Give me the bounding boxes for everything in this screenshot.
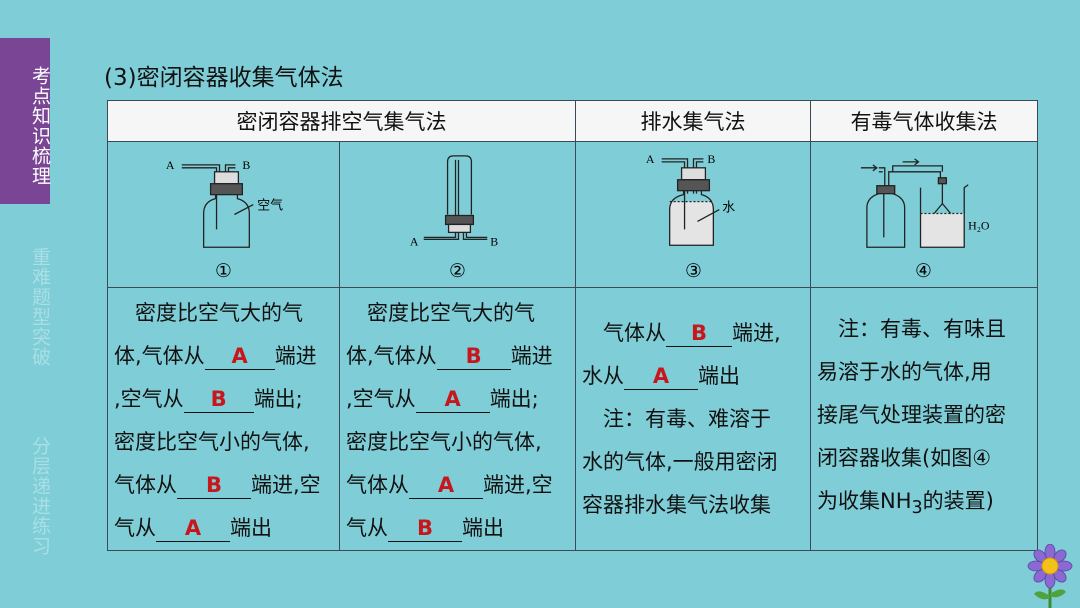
bottle-air-upright-diagram: A B 空气 ① — [166, 158, 283, 282]
cell3-line-4: 水的气体,一般用密闭 — [582, 449, 778, 474]
nh3-subscript: 3 — [911, 498, 923, 519]
gas-collection-table: 密闭容器排空气集气法 排水集气法 有毒气体收集法 A B 空气 ① — [107, 100, 1038, 551]
cell2-text: 气体从 — [346, 473, 409, 497]
bottle-water-diagram: A B 水 ③ — [646, 152, 735, 282]
cell1-text: 端进,空 — [251, 473, 321, 497]
answer-blank: B — [177, 472, 251, 499]
label-h2o: H₂O — [968, 218, 990, 232]
cell2-text: 端出; — [489, 387, 539, 411]
cell1-text: 端出; — [253, 387, 303, 411]
nav-item-key-problems[interactable]: 重难题型突破 — [29, 247, 51, 367]
cell1-text: 气从 — [114, 516, 156, 540]
diagram-cell-2: A B ② — [339, 141, 576, 288]
header-toxic-gas: 有毒气体收集法 — [810, 100, 1038, 142]
answer-blank: B — [388, 515, 462, 542]
cell2-text: ,空气从 — [346, 387, 416, 411]
cell2-text: 端进,空 — [483, 473, 553, 497]
figure-label-2: ② — [449, 260, 466, 282]
label-A: A — [410, 234, 419, 248]
cell3-text: 气体从 — [603, 320, 666, 345]
diagram-cell-1: A B 空气 ① — [107, 141, 340, 288]
cell4-line-2: 易溶于水的气体,用 — [817, 359, 992, 384]
cell1-text: ,空气从 — [114, 387, 184, 411]
cell1-text: 端进 — [274, 344, 317, 368]
section-title: (3)密闭容器收集气体法 — [104, 65, 344, 91]
header-row: 密闭容器排空气集气法 排水集气法 有毒气体收集法 — [107, 100, 1038, 142]
cell2-text: 端出 — [462, 516, 504, 540]
cell3-line-3: 注：有毒、难溶于 — [603, 406, 771, 431]
cell4-line-4: 闭容器收集(如图④ — [817, 445, 992, 470]
answer-blank: A — [204, 343, 275, 370]
cell1-text: 气体从 — [114, 473, 177, 497]
sidebar: 考点知识梳理 重难题型突破 分层递进练习 — [0, 0, 55, 608]
nav-item-practice[interactable]: 分层递进练习 — [29, 436, 51, 556]
figure-label-1: ① — [215, 260, 232, 282]
cell4-text: 为收集NH — [817, 488, 912, 513]
toxic-gas-apparatus-diagram: H₂O ④ — [860, 158, 990, 282]
cell2-line-4: 密度比空气小的气体, — [346, 430, 542, 454]
answer-blank: A — [415, 386, 490, 413]
cell4-line-1: 注：有毒、有味且 — [838, 316, 1006, 341]
cell4-line-3: 接尾气处理装置的密 — [817, 402, 1006, 427]
cell1-line-4: 密度比空气小的气体, — [114, 430, 310, 454]
header-air-displacement: 密闭容器排空气集气法 — [107, 100, 576, 142]
figure-label-3: ③ — [685, 260, 702, 282]
cell1-text: 体,气体从 — [114, 344, 205, 368]
cell2-text: 体,气体从 — [346, 344, 437, 368]
cell1-line-1: 密度比空气大的气 — [135, 301, 303, 325]
label-water: 水 — [722, 201, 735, 216]
label-B: B — [490, 234, 498, 248]
cell3-text: 端出 — [698, 363, 740, 388]
description-cell-4: 注：有毒、有味且 易溶于水的气体,用 接尾气处理装置的密 闭容器收集(如图④ 为… — [810, 287, 1038, 551]
figure-label-4: ④ — [915, 260, 932, 282]
cell4-text: 的装置) — [922, 488, 994, 513]
cell1-text: 端出 — [230, 516, 272, 540]
answer-blank: B — [666, 320, 732, 347]
answer-blank: A — [409, 472, 483, 499]
answer-blank: A — [156, 515, 230, 542]
answer-blank: A — [624, 363, 698, 390]
label-A: A — [646, 152, 655, 166]
cell3-text: 水从 — [582, 363, 624, 388]
label-B: B — [707, 152, 715, 166]
bottle-inverted-diagram: A B ② — [410, 155, 498, 282]
diagram-cell-4: H₂O ④ — [810, 141, 1038, 288]
cell3-text: 端进, — [732, 320, 781, 345]
diagram-row: A B 空气 ① A B ② — [107, 141, 1038, 288]
nav-item-knowledge[interactable]: 考点知识梳理 — [0, 38, 51, 204]
diagram-cell-3: A B 水 ③ — [575, 141, 811, 288]
cell2-line-1: 密度比空气大的气 — [367, 301, 535, 325]
cell2-text: 端进 — [510, 344, 553, 368]
label-air: 空气 — [257, 198, 283, 214]
answer-blank: B — [436, 343, 511, 370]
answer-blank: B — [183, 386, 254, 413]
label-B: B — [242, 158, 250, 172]
flower-decoration-icon — [1027, 544, 1073, 608]
cell3-line-5: 容器排水集气法收集 — [582, 492, 771, 517]
cell2-text: 气从 — [346, 516, 388, 540]
label-A: A — [166, 158, 175, 172]
cell4-line-5: 为收集NH3的装置) — [817, 480, 1033, 530]
header-water-displacement: 排水集气法 — [575, 100, 811, 142]
